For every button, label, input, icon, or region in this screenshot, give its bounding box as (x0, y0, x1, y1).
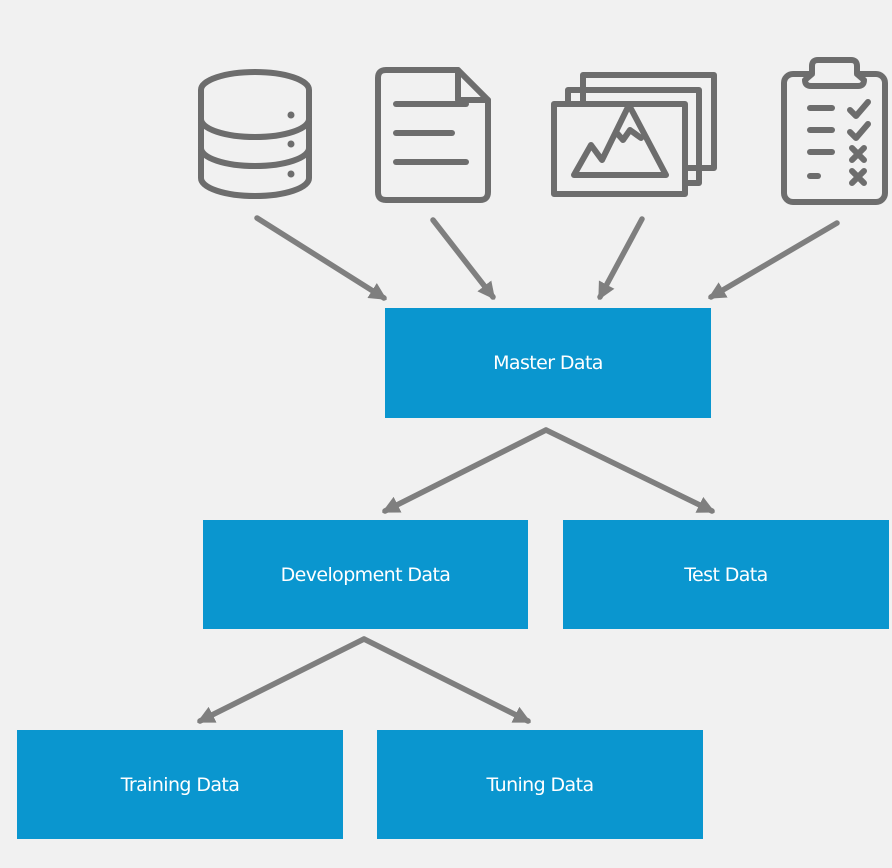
image-gallery-icon (551, 72, 717, 197)
master-data-box: Master Data (385, 308, 711, 418)
training-data-box: Training Data (17, 730, 343, 839)
tuning-data-label: Tuning Data (486, 773, 595, 796)
arrow-master-to-test (543, 427, 716, 514)
training-data-label: Training Data (120, 773, 240, 796)
checklist-clipboard-icon (781, 57, 888, 205)
database-icon (198, 69, 312, 199)
arrow-checklist-to-master (707, 220, 840, 300)
arrow-database-to-master (254, 215, 387, 301)
tuning-data-box: Tuning Data (377, 730, 703, 839)
arrow-development-to-tuning (361, 636, 532, 724)
test-data-label: Test Data (684, 563, 768, 586)
test-data-box: Test Data (563, 520, 889, 629)
development-data-box: Development Data (203, 520, 528, 629)
arrow-document-to-master (430, 217, 496, 300)
arrow-master-to-development (381, 427, 549, 514)
arrow-development-to-training (196, 636, 367, 724)
development-data-label: Development Data (280, 563, 451, 586)
document-icon (375, 67, 491, 203)
arrow-image-to-master (597, 216, 645, 301)
master-data-label: Master Data (493, 352, 603, 374)
